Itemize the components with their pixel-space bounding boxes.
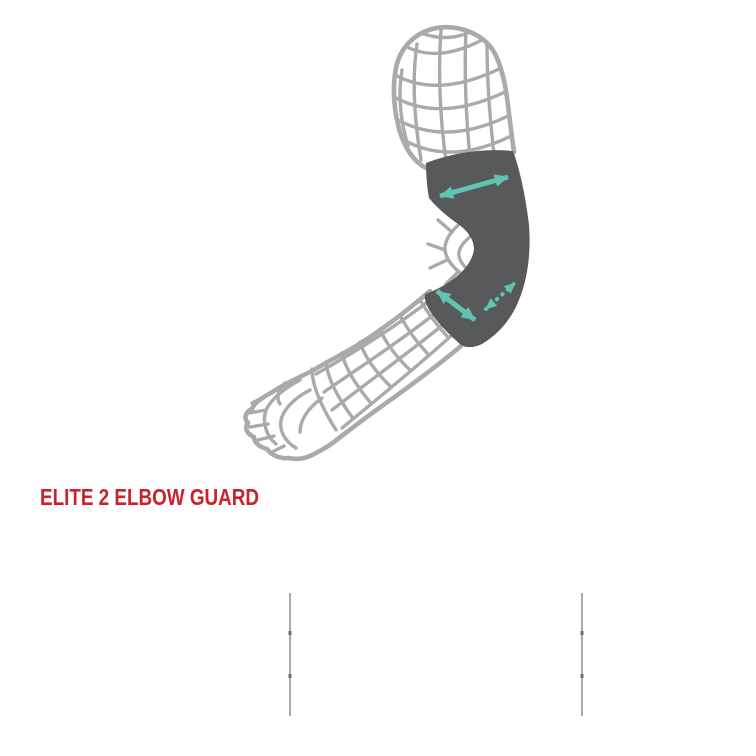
fist-finger-line [250, 396, 264, 405]
forearm-mesh-ring [418, 298, 449, 338]
elbow-crease-spoke [444, 270, 460, 286]
guard-length-dotted-arrow [484, 281, 517, 311]
forearm-mesh-line [330, 322, 446, 412]
fist-finger-line [248, 422, 270, 429]
forearm-mesh-ring [398, 313, 430, 356]
upper-arm-mesh-line [437, 28, 448, 162]
forearm-mesh-ring [358, 340, 392, 388]
forearm-mesh-ring [310, 367, 338, 432]
upper-arm-mesh-line [412, 42, 423, 162]
forearm-hand-outline [243, 288, 464, 462]
fist-finger-line [270, 444, 286, 454]
forearm-mesh-ring [324, 360, 354, 419]
upper-arm-mesh-ring [394, 90, 507, 111]
fist-knuckle-arc [278, 388, 312, 450]
fist-palm-arc [298, 396, 324, 434]
upper-arm-mesh-ring [396, 114, 510, 134]
forearm-wireframe [243, 288, 464, 462]
product-title: ELITE 2 ELBOW GUARD [40, 484, 259, 510]
fist-thumb-line [276, 381, 287, 406]
fist-finger-line [256, 434, 276, 442]
upper-arm-mesh-ring [402, 134, 513, 154]
upper-arm-mesh-ring [395, 66, 503, 87]
elbow-crease-wireframe [426, 214, 477, 286]
upper-arm-mesh-ring [422, 30, 472, 40]
forearm-mesh-ring [378, 327, 412, 372]
divider-tick [288, 674, 292, 678]
fist-wireframe [247, 378, 324, 454]
forearm-mesh-line [314, 298, 432, 376]
guard-upper-width-arrow [439, 174, 509, 199]
guard-lower-width-arrow [435, 289, 477, 322]
forearm-mesh-line [340, 334, 453, 430]
fist-finger-line [247, 408, 268, 415]
divider-tick [580, 631, 584, 635]
elbow-crease-spoke [436, 218, 454, 234]
upper-arm-outline [391, 24, 517, 171]
upper-arm-wireframe [391, 24, 517, 171]
elbow-crease-spoke [428, 258, 449, 270]
forearm-mesh-line [322, 310, 439, 394]
elbow-crease-spoke [426, 242, 447, 252]
guard-measure-arrows [435, 174, 517, 322]
forearm-mesh-ring [340, 351, 372, 404]
divider-tick [580, 674, 584, 678]
upper-arm-mesh-ring [407, 38, 484, 56]
upper-arm-mesh-line [463, 29, 472, 159]
size-chart-dividers [288, 593, 584, 716]
divider-tick [288, 631, 292, 635]
